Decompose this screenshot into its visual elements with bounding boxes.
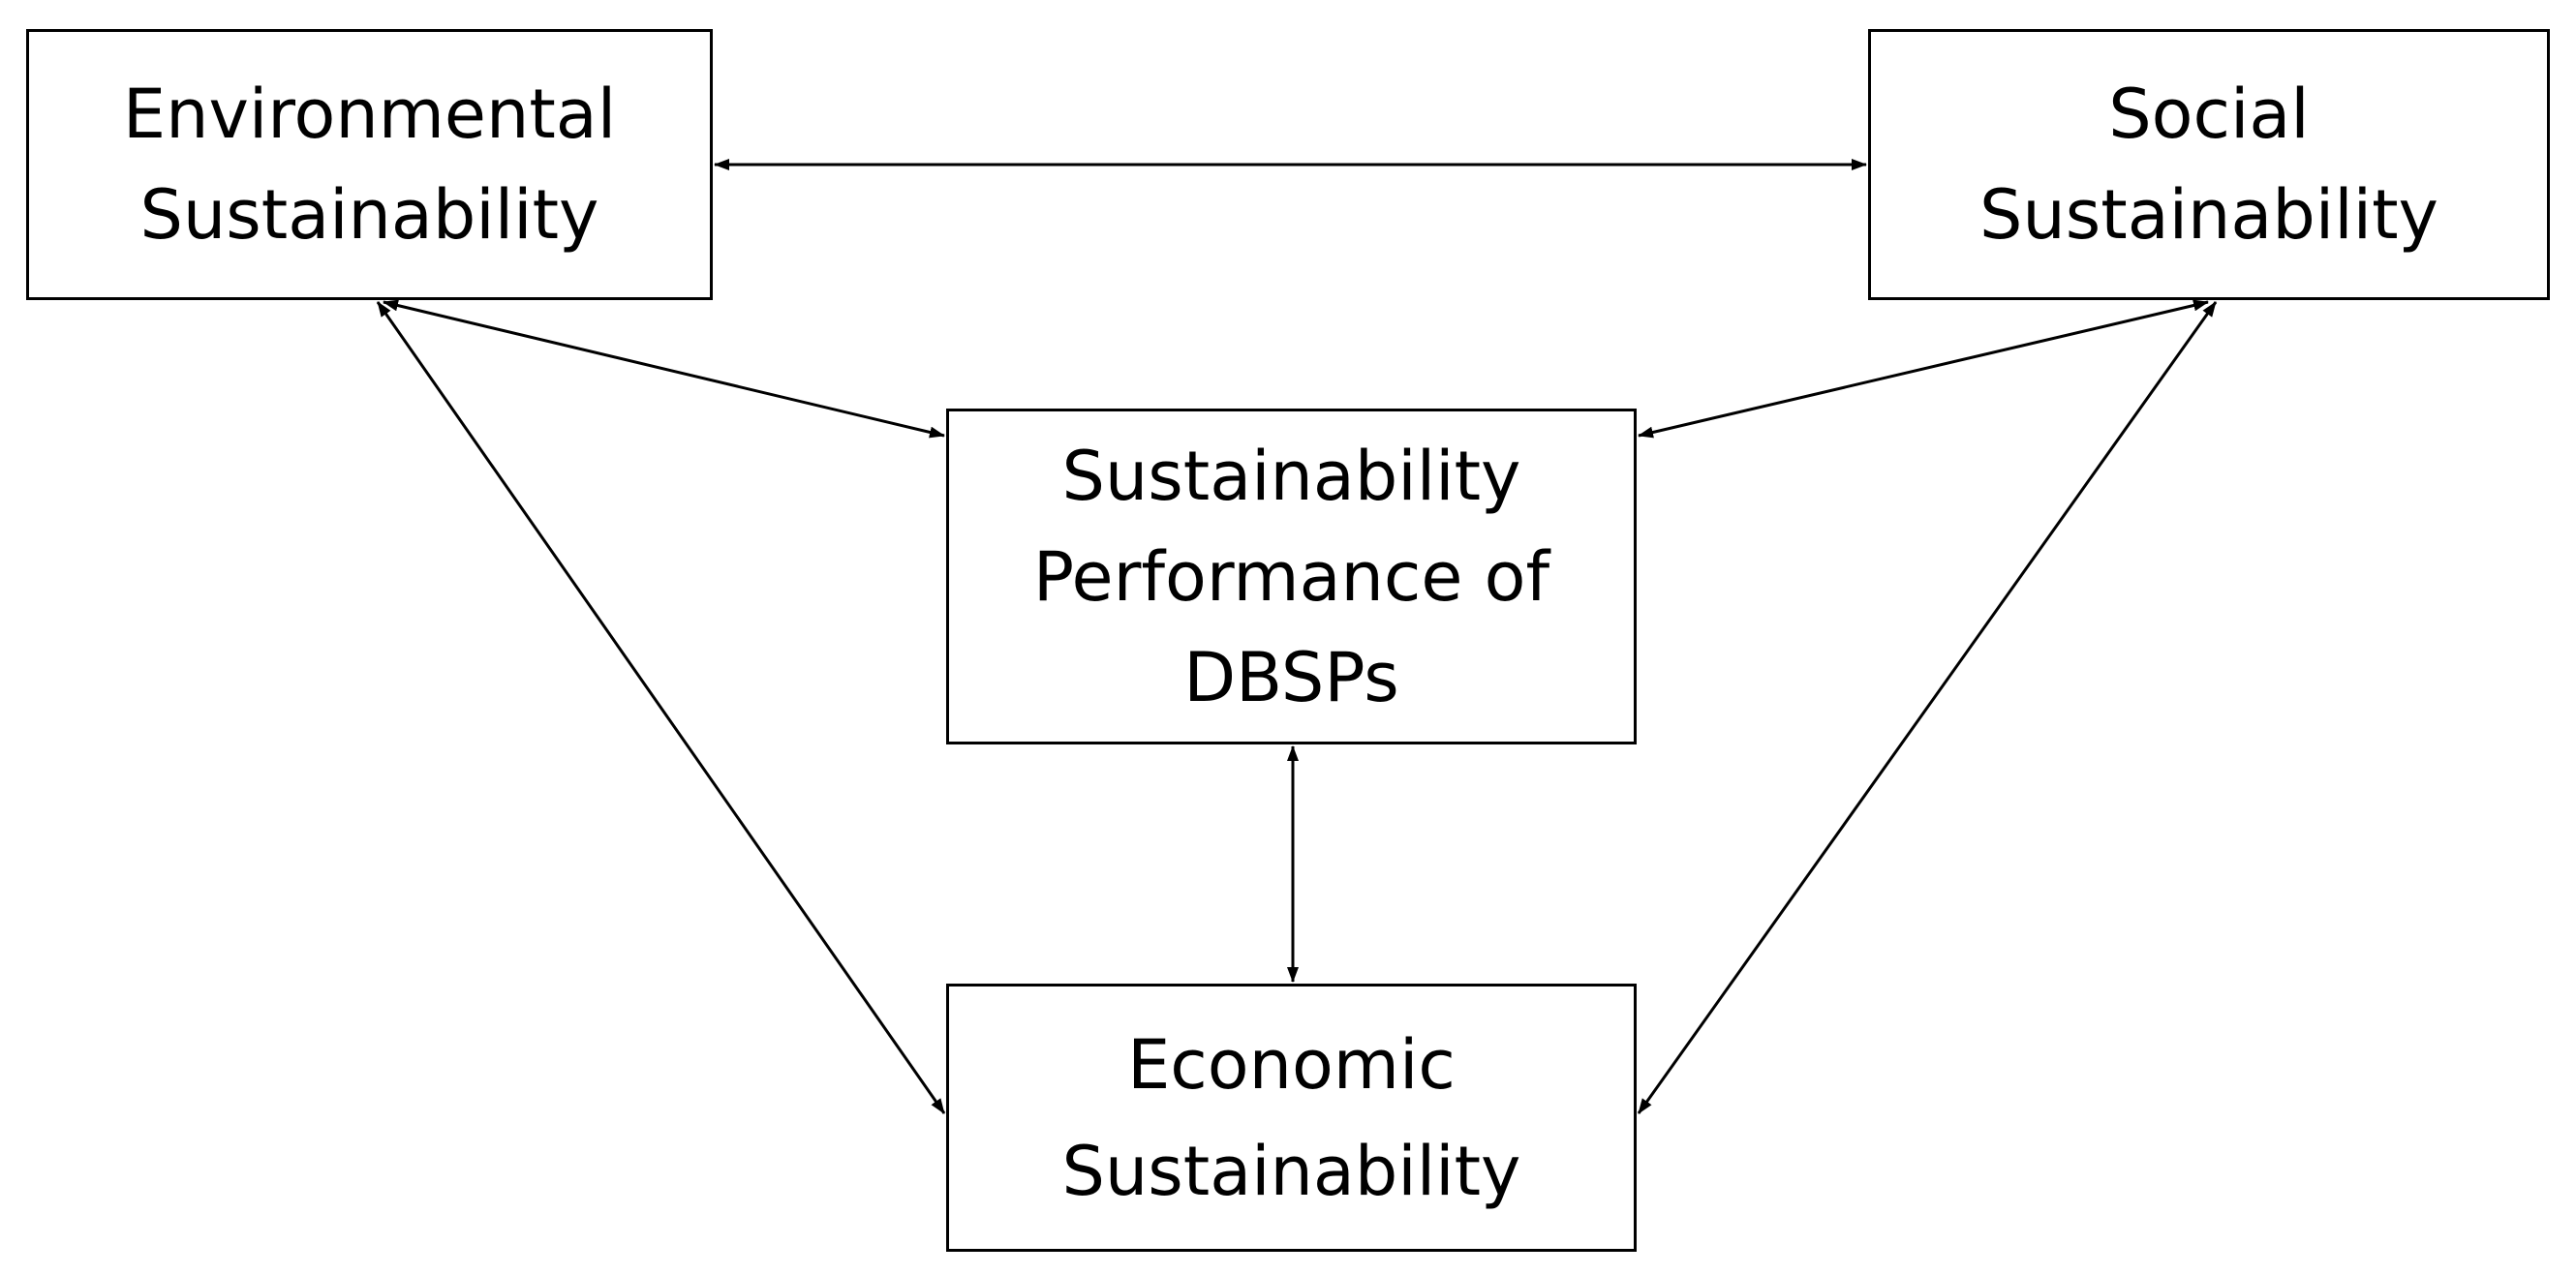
- economic-sustainability-label: Economic Sustainability: [1062, 1012, 1521, 1225]
- arrow-environmental-performance: [383, 299, 945, 439]
- label-line: Economic: [1127, 1024, 1456, 1105]
- label-line: Sustainability: [1979, 175, 2438, 255]
- label-line: Performance of: [1032, 536, 1550, 617]
- arrow-social-economic: [1637, 301, 2218, 1114]
- arrow-social-performance: [1638, 299, 2209, 439]
- economic-sustainability-box: Economic Sustainability: [946, 984, 1637, 1252]
- label-line: Sustainability: [1061, 436, 1521, 516]
- arrow-environmental-economic: [376, 301, 946, 1114]
- sustainability-performance-box: Sustainability Performance of DBSPs: [946, 409, 1637, 744]
- label-line: DBSPs: [1183, 637, 1399, 717]
- environmental-sustainability-label: Environmental Sustainability: [123, 64, 616, 265]
- label-line: Social: [2108, 75, 2310, 154]
- label-line: Sustainability: [139, 175, 599, 255]
- label-line: Sustainability: [1061, 1131, 1521, 1211]
- social-sustainability-box: Social Sustainability: [1868, 29, 2550, 300]
- label-line: Environmental: [122, 75, 617, 154]
- social-sustainability-label: Social Sustainability: [1979, 64, 2438, 265]
- sustainability-performance-label: Sustainability Performance of DBSPs: [1033, 426, 1549, 728]
- environmental-sustainability-box: Environmental Sustainability: [26, 29, 713, 300]
